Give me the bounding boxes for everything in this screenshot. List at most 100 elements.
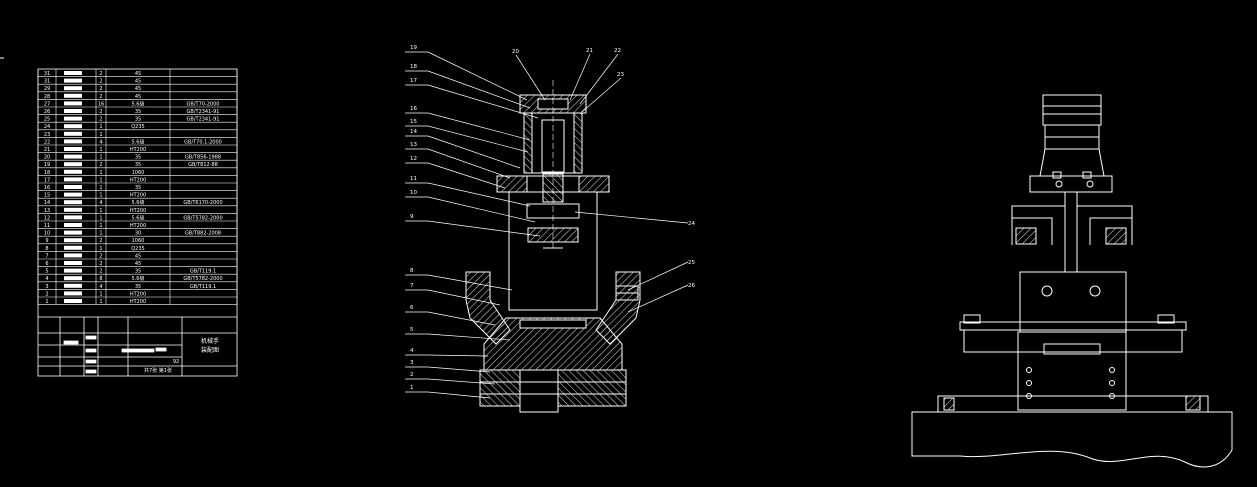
bom-cell-std: GB/T812-88 [188, 162, 218, 168]
bom-cell-qty: 1 [99, 155, 102, 161]
bom-cell-no: 9 [45, 238, 48, 244]
bom-cell-mat: 5.6级 [132, 199, 145, 206]
bom-cell-mat: 30 [135, 231, 141, 237]
bom-cell-qty: 2 [99, 253, 102, 259]
bom-cell-std: GB/T70.1-2000 [184, 139, 222, 145]
bom-cell-no: 2 [45, 291, 48, 297]
bom-cell-qty: 1 [99, 170, 102, 176]
bom-cell-no: 31 [44, 79, 50, 85]
callout-label: 14 [410, 129, 417, 135]
bom-name-redacted [64, 71, 82, 75]
bom-cell-mat: HT200 [130, 193, 146, 199]
bom-cell-no: 18 [44, 170, 50, 176]
bom-cell-std: GB/T2341-91 [187, 117, 220, 123]
bom-cell-mat: 35 [135, 117, 141, 123]
bom-cell-std: GB/T2341-91 [187, 109, 220, 115]
bom-cell-qty: 4 [99, 284, 102, 290]
bom-cell-std: GB/T856-1988 [185, 155, 221, 161]
callout-label: 2 [410, 372, 414, 378]
bom-cell-qty: 1 [99, 208, 102, 214]
bom-cell-qty: 1 [99, 177, 102, 183]
bom-cell-qty: 2 [99, 117, 102, 123]
callout-label: 4 [410, 348, 414, 354]
drawing-name-line1: 机械手 [201, 337, 219, 345]
bom-cell-std: GB/T5782-2000 [183, 215, 222, 221]
callout-label: 9 [410, 214, 414, 220]
callout-label: 17 [410, 78, 417, 84]
bom-cell-qty: 1 [99, 185, 102, 191]
bom-name-redacted [64, 78, 82, 83]
bom-name-redacted [64, 154, 82, 159]
callout-label: 25 [688, 260, 695, 266]
bom-cell-mat: 45 [135, 94, 141, 100]
mounting-table [911, 411, 1233, 468]
bom-name-redacted [64, 283, 82, 288]
bom-name-redacted [64, 253, 82, 258]
bom-cell-no: 10 [44, 231, 50, 237]
callout-label: 11 [410, 176, 417, 182]
callout-label: 19 [410, 45, 417, 51]
callout-label: 21 [586, 48, 593, 54]
bom-name-redacted [64, 169, 82, 174]
bom-name-redacted [64, 109, 82, 113]
callout-label: 24 [688, 221, 695, 227]
sheet-count: 共7张 第1张 [144, 367, 172, 374]
bom-name-redacted [64, 185, 82, 189]
callout-label: 8 [410, 268, 414, 274]
bom-cell-no: 25 [44, 117, 50, 123]
bom-name-redacted [64, 215, 82, 220]
bom-cell-no: 15 [44, 193, 50, 199]
callout-label: 18 [410, 64, 417, 70]
bom-cell-no: 6 [45, 261, 48, 267]
bom-cell-qty: 1 [99, 291, 102, 297]
bom-cell-mat: 35 [135, 284, 141, 290]
bom-cell-mat: HT200 [130, 147, 146, 153]
bom-cell-mat: HT200 [130, 223, 146, 229]
callout-label: 12 [410, 156, 417, 162]
bom-row: 18 1 1060 [37, 167, 238, 176]
bom-name-redacted [64, 131, 82, 136]
bom-cell-no: 23 [44, 132, 50, 138]
bom-cell-no: 17 [44, 177, 50, 183]
bom-name-redacted [64, 276, 82, 281]
bom-cell-qty: 8 [99, 276, 102, 282]
side-view-assembly [911, 94, 1233, 468]
bom-name-redacted [64, 200, 82, 205]
bom-cell-mat: 35 [135, 162, 141, 168]
bom-name-redacted [64, 238, 82, 243]
bom-cell-std: GB/T6170-2000 [183, 200, 222, 206]
bom-cell-mat: 45 [135, 253, 141, 259]
bom-cell-qty: 1 [99, 124, 102, 130]
bom-cell-std: GB/T70-2000 [187, 101, 220, 107]
top-cylinder [1042, 94, 1102, 126]
callout-label: 7 [410, 283, 414, 289]
bom-cell-no: 14 [44, 200, 50, 206]
bom-cell-qty: 1 [99, 246, 102, 252]
bom-cell-std: GB/T5782-2000 [183, 276, 222, 282]
bom-cell-mat: 5.6级 [132, 275, 145, 282]
bom-cell-no: 4 [45, 276, 48, 282]
bom-name-redacted [64, 177, 82, 182]
bom-name-redacted [64, 101, 82, 106]
bom-cell-no: 8 [45, 246, 48, 252]
bom-cell-no: 29 [44, 86, 50, 92]
callout-label: 20 [512, 49, 519, 55]
bom-cell-no: 3 [45, 284, 48, 290]
bom-name-redacted [64, 223, 82, 227]
bom-name-redacted [64, 162, 82, 167]
bom-cell-mat: 1060 [132, 170, 145, 176]
callout-label: 6 [410, 305, 414, 311]
